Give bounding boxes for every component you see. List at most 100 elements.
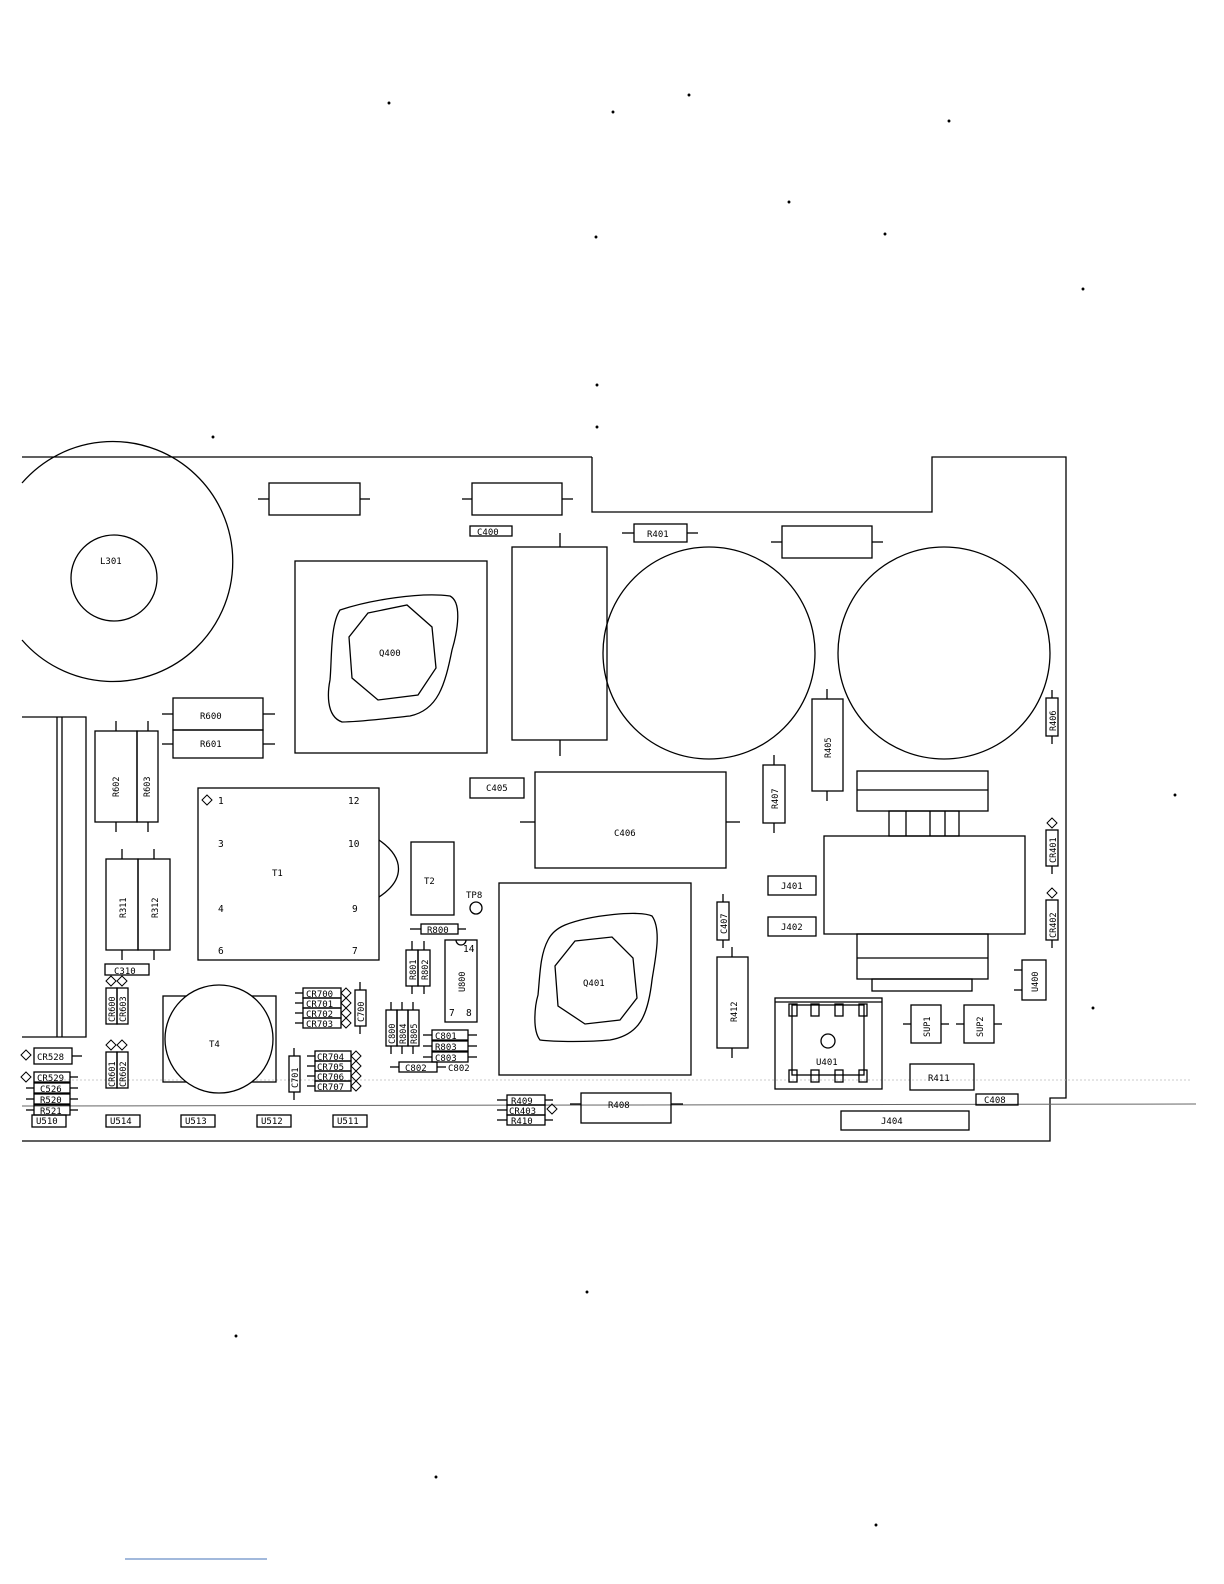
resistor-r412: R412: [716, 947, 749, 1058]
test-point-tp8: TP8: [466, 891, 483, 915]
svg-text:12: 12: [348, 796, 359, 807]
svg-text:R804: R804: [399, 1024, 409, 1044]
svg-text:T2: T2: [424, 877, 435, 887]
svg-text:C802: C802: [448, 1064, 470, 1074]
diode-cr601: CR601: [105, 1039, 118, 1089]
svg-text:C407: C407: [720, 914, 730, 934]
svg-text:R312: R312: [151, 898, 161, 918]
svg-text:R405: R405: [824, 738, 834, 758]
resistor-r405: R405: [811, 689, 844, 801]
capacitor-c405: C405: [469, 777, 525, 799]
svg-text:C310: C310: [114, 967, 136, 977]
suppressor-sup2: SUP2: [956, 1004, 1002, 1044]
svg-text:10: 10: [348, 839, 360, 850]
diode-cr602: CR602: [116, 1039, 129, 1089]
transistor-q400: Q400: [294, 560, 488, 754]
resistor-r802: R802: [417, 941, 431, 994]
transistor-q401: Q401: [498, 882, 692, 1076]
resistor-r603: R603: [136, 721, 159, 832]
svg-text:R601: R601: [200, 740, 222, 750]
capacitor-c803: C803: [423, 1051, 477, 1064]
svg-text:R603: R603: [143, 777, 153, 797]
svg-text:R406: R406: [1049, 711, 1059, 731]
svg-text:CR601: CR601: [108, 1061, 118, 1087]
capacitor-tall: [511, 533, 608, 756]
svg-text:C406: C406: [614, 829, 636, 839]
svg-text:C802: C802: [405, 1064, 427, 1074]
svg-text:J401: J401: [781, 882, 803, 892]
suppressor-sup1: SUP1: [903, 1004, 949, 1044]
capacitor-c800: C800: [385, 1002, 398, 1054]
resistor-r520: R520: [26, 1093, 78, 1106]
svg-text:1: 1: [218, 796, 224, 807]
connector-j404: J404: [840, 1110, 970, 1131]
resistor-r602: R602: [94, 721, 138, 832]
svg-text:C400: C400: [477, 528, 499, 538]
resistor-r600: R600: [162, 697, 275, 731]
ic-u512: U512: [256, 1114, 292, 1128]
svg-text:R411: R411: [928, 1074, 950, 1084]
svg-text:CR603: CR603: [119, 996, 129, 1022]
svg-text:C526: C526: [40, 1085, 62, 1095]
svg-text:R602: R602: [112, 777, 122, 797]
svg-text:C803: C803: [435, 1054, 457, 1064]
resistor-top-3: [771, 525, 883, 559]
svg-text:U514: U514: [110, 1117, 132, 1127]
svg-text:CR700: CR700: [306, 990, 333, 1000]
diode-cr603: CR603: [116, 975, 129, 1025]
svg-text:C801: C801: [435, 1032, 457, 1042]
capacitor-c802: C802 C802: [390, 1061, 470, 1074]
svg-text:R805: R805: [410, 1024, 420, 1044]
svg-text:J402: J402: [781, 923, 803, 933]
svg-text:L301: L301: [100, 557, 122, 567]
transformer-t2: T2: [410, 841, 455, 916]
transformer-right: [823, 770, 1026, 992]
transformer-t4: T4: [162, 984, 277, 1094]
connector-j402: J402: [767, 916, 817, 937]
svg-text:TP8: TP8: [466, 891, 482, 901]
svg-text:CR602: CR602: [119, 1061, 129, 1087]
svg-text:R407: R407: [771, 789, 781, 809]
svg-text:Q401: Q401: [583, 979, 605, 989]
svg-text:4: 4: [218, 904, 224, 915]
scan-specks: [211, 93, 1177, 1527]
resistor-r408: R408: [570, 1092, 683, 1124]
svg-text:CR706: CR706: [317, 1073, 344, 1083]
svg-text:C408: C408: [984, 1096, 1006, 1106]
ic-u514: U514: [105, 1114, 141, 1128]
svg-text:U800: U800: [458, 972, 468, 992]
svg-text:U513: U513: [185, 1117, 207, 1127]
svg-text:R401: R401: [647, 530, 669, 540]
svg-text:R803: R803: [435, 1043, 457, 1053]
svg-text:3: 3: [218, 839, 224, 850]
resistor-r804: R804: [396, 1002, 409, 1054]
svg-text:C700: C700: [357, 1002, 367, 1022]
diode-cr528: CR528: [20, 1047, 82, 1065]
ic-u513: U513: [180, 1114, 216, 1128]
resistor-r801: R801: [405, 941, 419, 994]
svg-text:CR529: CR529: [37, 1074, 64, 1084]
connector-j401: J401: [767, 875, 817, 896]
svg-text:Q400: Q400: [379, 649, 401, 659]
svg-text:CR705: CR705: [317, 1063, 344, 1073]
resistor-top-2: [462, 482, 573, 516]
ic-u510: U510: [31, 1114, 67, 1128]
svg-text:T4: T4: [209, 1040, 220, 1050]
svg-text:9: 9: [352, 904, 358, 915]
diode-cr529: CR529: [20, 1071, 78, 1084]
svg-text:SUP1: SUP1: [923, 1017, 933, 1037]
capacitor-c400: C400: [469, 525, 513, 538]
diode-cr703: CR703: [295, 1017, 352, 1030]
inductor-l301: L301: [21, 440, 234, 683]
resistor-r410: R410: [497, 1114, 553, 1127]
resistor-r311: R311: [105, 849, 139, 960]
transformer-t1: 1 3 4 6 12 10 9 7 T1: [197, 787, 400, 961]
heatsink-left: [22, 716, 87, 1038]
svg-text:R410: R410: [511, 1117, 533, 1127]
svg-text:7: 7: [449, 1008, 455, 1019]
svg-text:C800: C800: [388, 1024, 398, 1044]
svg-text:R521: R521: [40, 1107, 62, 1117]
svg-text:U510: U510: [36, 1117, 58, 1127]
diode-cr401: CR401: [1045, 817, 1059, 874]
svg-text:14: 14: [463, 944, 475, 955]
